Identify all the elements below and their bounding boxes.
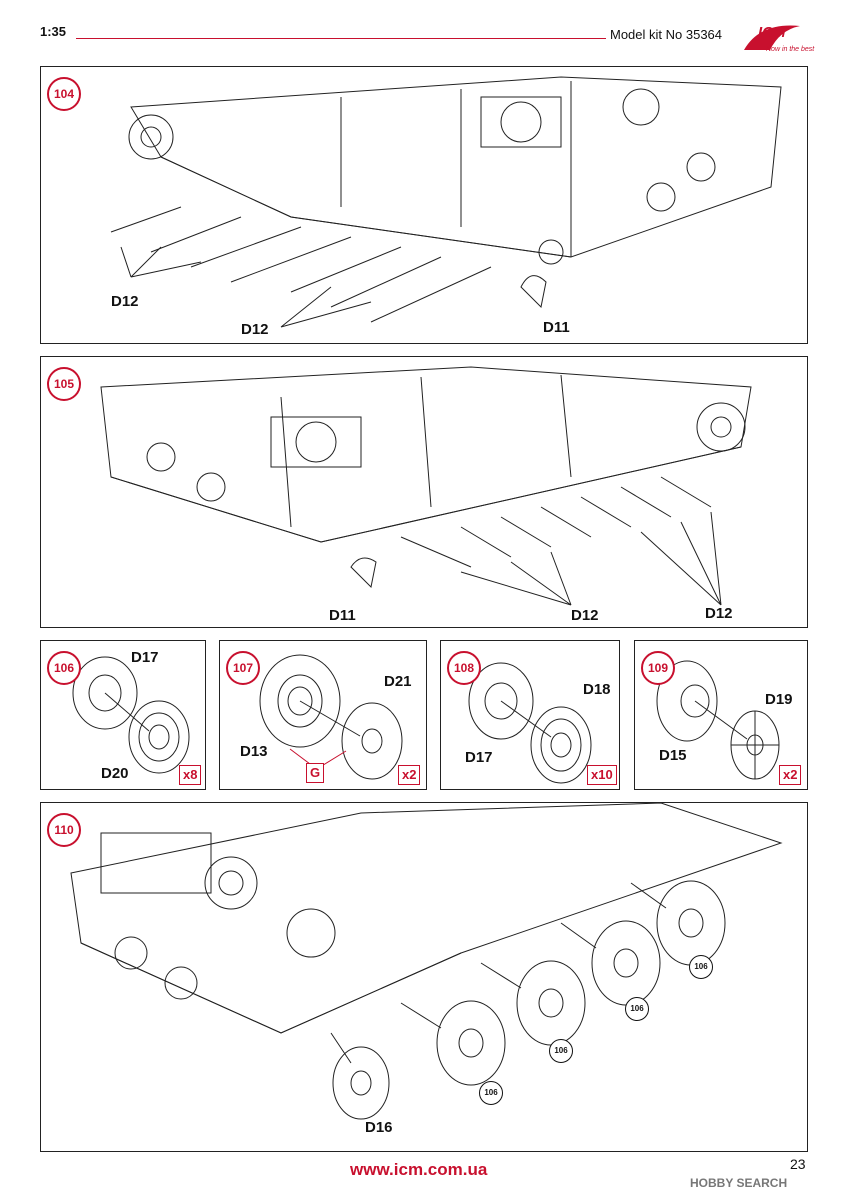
step-106-panel: 106 D17 D20 x8 [40, 640, 206, 790]
step-reference-badge: 106 [625, 997, 649, 1021]
part-label: D17 [131, 649, 159, 666]
step-reference-badge: 106 [549, 1039, 573, 1063]
model-kit-number: Model kit No 35364 [610, 27, 723, 42]
step-reference-badge: 106 [479, 1081, 503, 1105]
step-number-badge: 107 [226, 651, 260, 685]
part-label: D15 [659, 747, 687, 764]
road-wheel-illustration [468, 662, 592, 784]
step-number-badge: 104 [47, 77, 81, 111]
website-url: www.icm.com.ua [350, 1160, 488, 1179]
part-label: D21 [384, 673, 412, 690]
page-number: 23 [790, 1156, 806, 1172]
step-number-badge: 110 [47, 813, 81, 847]
glue-marker: G [306, 763, 325, 783]
part-label: D16 [365, 1119, 393, 1136]
road-wheel-illustration [72, 656, 190, 774]
step-number-badge: 109 [641, 651, 675, 685]
part-label: D12 [705, 605, 733, 622]
scale-label: 1:35 [40, 24, 67, 39]
step-number-badge: 105 [47, 367, 81, 401]
part-label: D12 [241, 321, 269, 338]
quantity-badge: x2 [398, 765, 421, 785]
step-107-panel: 107 D21 D13 G x2 [219, 640, 427, 790]
part-label: D17 [465, 749, 493, 766]
header-rule [76, 38, 606, 39]
hull-illustration [110, 76, 782, 328]
quantity-badge: x10 [587, 765, 617, 785]
quantity-badge: x8 [179, 765, 202, 785]
hull-with-wheels-illustration [70, 803, 783, 1120]
quantity-badge: x2 [779, 765, 802, 785]
part-label: D12 [571, 607, 599, 624]
logo-tagline: Now in the best [766, 46, 815, 53]
step-109-panel: 109 D19 D15 x2 [634, 640, 808, 790]
part-label: D12 [111, 293, 139, 310]
step-number-badge: 108 [447, 651, 481, 685]
icm-logo-icon [744, 25, 800, 50]
part-label: D20 [101, 765, 129, 782]
hull-illustration [100, 366, 752, 606]
step-105-panel: 105 D11 D12 D12 [40, 356, 808, 628]
part-label: D18 [583, 681, 611, 698]
logo-text: ICM [758, 24, 786, 41]
watermark: HOBBY SEARCH [690, 1176, 788, 1190]
part-label: D11 [543, 319, 570, 336]
part-label: D19 [765, 691, 793, 708]
step-reference-badge: 106 [689, 955, 713, 979]
part-label: D11 [329, 607, 356, 624]
step-110-panel: 110 106 106 106 106 D16 [40, 802, 808, 1152]
step-number-badge: 106 [47, 651, 81, 685]
idler-wheel-illustration [656, 660, 780, 780]
step-108-panel: 108 D18 D17 x10 [440, 640, 620, 790]
drive-sprocket-illustration [259, 654, 403, 780]
part-label: D13 [240, 743, 268, 760]
step-104-panel: 104 D12 D12 D11 [40, 66, 808, 344]
